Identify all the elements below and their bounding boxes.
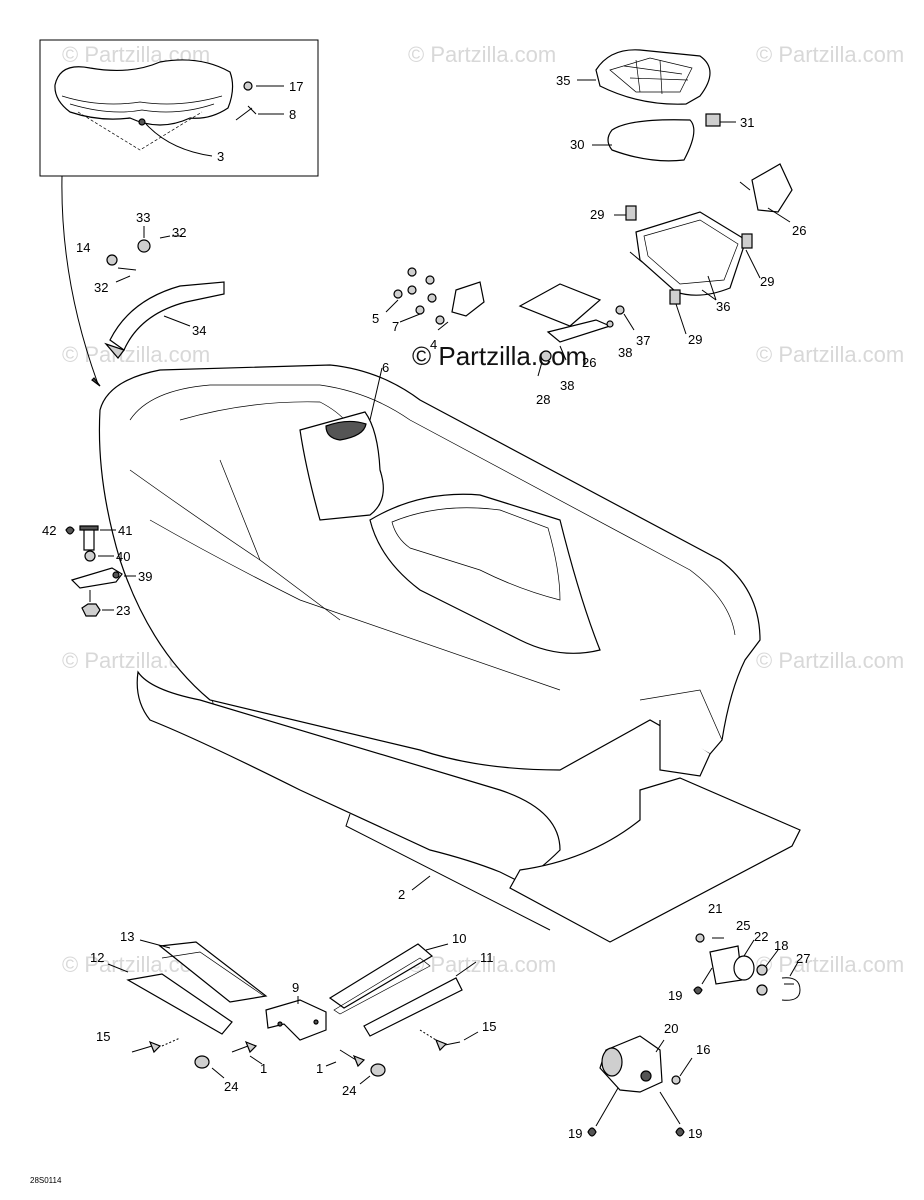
callout-24-left: 24 bbox=[224, 1079, 238, 1094]
callout-13: 13 bbox=[120, 929, 134, 944]
left-hardware bbox=[65, 525, 136, 617]
callout-5: 5 bbox=[372, 311, 379, 326]
watermark-center: © Partzilla.com bbox=[412, 341, 587, 371]
callout-24-right: 24 bbox=[342, 1083, 356, 1098]
callout-15-left: 15 bbox=[96, 1029, 110, 1044]
diagram-code: 28S0114 bbox=[30, 1176, 62, 1185]
callout-3: 3 bbox=[217, 149, 224, 164]
callout-33: 33 bbox=[136, 210, 150, 225]
callout-26-top: 26 bbox=[792, 223, 806, 238]
callout-7: 7 bbox=[392, 319, 399, 334]
callout-35: 35 bbox=[556, 73, 570, 88]
callout-1-left: 1 bbox=[260, 1061, 267, 1076]
callout-29-right: 29 bbox=[760, 274, 774, 289]
screw-icon bbox=[117, 267, 137, 271]
clip-icon bbox=[625, 205, 637, 221]
callout-29-bottom: 29 bbox=[688, 332, 702, 347]
mat bbox=[136, 670, 801, 943]
callout-29-left: 29 bbox=[590, 207, 604, 222]
callouts: 17 8 3 35 31 30 26 29 29 36 29 33 32 14 … bbox=[42, 73, 810, 1141]
callout-8: 8 bbox=[289, 107, 296, 122]
callout-15-right: 15 bbox=[482, 1019, 496, 1034]
bottom-right-hardware bbox=[587, 933, 801, 1137]
callout-32-left: 32 bbox=[94, 280, 108, 295]
callout-22: 22 bbox=[754, 929, 768, 944]
callout-40: 40 bbox=[116, 549, 130, 564]
callout-41: 41 bbox=[118, 523, 132, 538]
inset-front-view bbox=[39, 39, 319, 387]
center-hardware bbox=[369, 267, 635, 421]
callout-26-center: 26 bbox=[582, 355, 596, 370]
callout-17: 17 bbox=[289, 79, 303, 94]
callout-12: 12 bbox=[90, 950, 104, 965]
watermark: © Partzilla.com bbox=[756, 342, 904, 367]
latch-icon bbox=[705, 113, 721, 127]
watermark: © Partzilla.com bbox=[756, 952, 904, 977]
callout-38-left: 38 bbox=[560, 378, 574, 393]
clip-icon bbox=[741, 233, 753, 249]
callout-6: 6 bbox=[382, 360, 389, 375]
watermark: © Partzilla.com bbox=[756, 42, 904, 67]
nut-icon bbox=[137, 239, 151, 253]
callout-9: 9 bbox=[292, 980, 299, 995]
bottom-strips bbox=[107, 939, 477, 1041]
callout-31: 31 bbox=[740, 115, 754, 130]
watermark: © Partzilla.com bbox=[408, 42, 556, 67]
grab-handle bbox=[104, 226, 225, 359]
callout-23: 23 bbox=[116, 603, 130, 618]
callout-42: 42 bbox=[42, 523, 56, 538]
callout-16: 16 bbox=[696, 1042, 710, 1057]
callout-14: 14 bbox=[76, 240, 90, 255]
clip-icon bbox=[669, 289, 681, 305]
callout-4: 4 bbox=[430, 337, 437, 352]
hull bbox=[98, 364, 761, 801]
storage-bin bbox=[614, 163, 793, 335]
callout-36: 36 bbox=[716, 299, 730, 314]
callout-1-right: 1 bbox=[316, 1061, 323, 1076]
watermark: © Partzilla.com bbox=[756, 648, 904, 673]
callout-11: 11 bbox=[480, 950, 494, 965]
nut-icon bbox=[243, 81, 253, 91]
callout-27: 27 bbox=[796, 951, 810, 966]
callout-20: 20 bbox=[664, 1021, 678, 1036]
callout-18: 18 bbox=[774, 938, 788, 953]
storage-cover bbox=[577, 49, 736, 162]
callout-19-upper: 19 bbox=[668, 988, 682, 1003]
screw-icon bbox=[235, 105, 257, 121]
callout-34: 34 bbox=[192, 323, 206, 338]
callout-32-top: 32 bbox=[172, 225, 186, 240]
callout-10: 10 bbox=[452, 931, 466, 946]
callout-2: 2 bbox=[398, 887, 405, 902]
callout-30: 30 bbox=[570, 137, 584, 152]
callout-38-right: 38 bbox=[618, 345, 632, 360]
callout-25: 25 bbox=[736, 918, 750, 933]
callout-37: 37 bbox=[636, 333, 650, 348]
callout-21: 21 bbox=[708, 901, 722, 916]
watermark: © Partzilla.com bbox=[62, 342, 210, 367]
callout-39: 39 bbox=[138, 569, 152, 584]
screw-icon bbox=[159, 235, 171, 239]
callout-19-right: 19 bbox=[688, 1126, 702, 1141]
callout-28: 28 bbox=[536, 392, 550, 407]
callout-19-left: 19 bbox=[568, 1126, 582, 1141]
bottom-rivets bbox=[131, 1029, 479, 1085]
nut-icon bbox=[106, 254, 118, 266]
